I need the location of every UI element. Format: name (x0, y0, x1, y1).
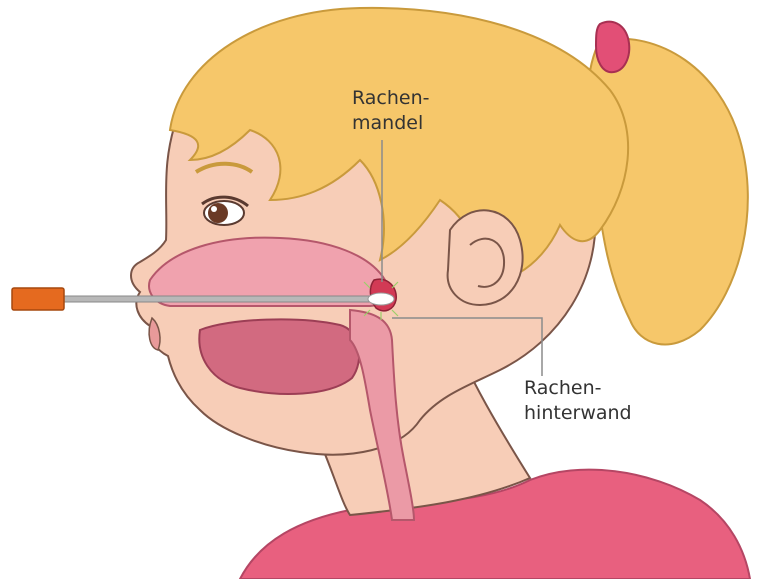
label-rachenhinterwand: Rachen- hinterwand (524, 376, 632, 426)
label-rachenhinterwand-line2: hinterwand (524, 401, 632, 426)
swab-tip (368, 293, 394, 305)
hair-tie (596, 22, 629, 73)
label-rachenmandel-line2: mandel (352, 111, 430, 136)
label-rachenhinterwand-line1: Rachen- (524, 376, 632, 401)
label-rachenmandel-line1: Rachen- (352, 86, 430, 111)
swab-handle (12, 288, 64, 310)
eye-highlight (211, 206, 217, 212)
swab-stick (64, 296, 374, 302)
eye-iris (208, 203, 228, 223)
ear (448, 210, 523, 305)
label-rachenmandel: Rachen- mandel (352, 86, 430, 136)
